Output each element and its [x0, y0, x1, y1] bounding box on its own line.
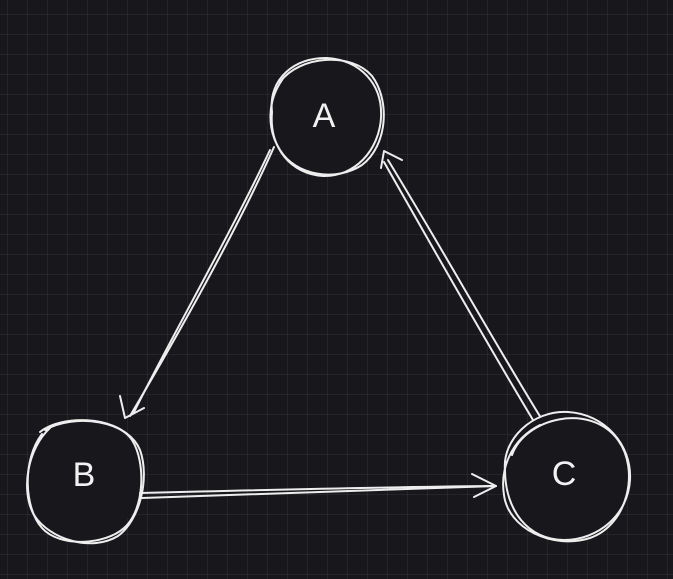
edge-b-to-c[interactable] — [139, 473, 497, 499]
node-a-label: A — [313, 97, 336, 135]
arrowhead-c-to-a — [380, 150, 403, 169]
arrowhead-a-to-b — [119, 395, 145, 419]
node-b-label: B — [73, 456, 96, 494]
edge-a-to-b[interactable] — [119, 146, 275, 419]
edge-c-to-a[interactable] — [380, 150, 542, 421]
arrowhead-b-to-c — [471, 473, 497, 498]
node-a[interactable]: A — [269, 56, 385, 178]
node-b[interactable]: B — [26, 419, 145, 545]
node-c[interactable]: C — [502, 410, 632, 543]
node-c-label: C — [552, 455, 577, 493]
